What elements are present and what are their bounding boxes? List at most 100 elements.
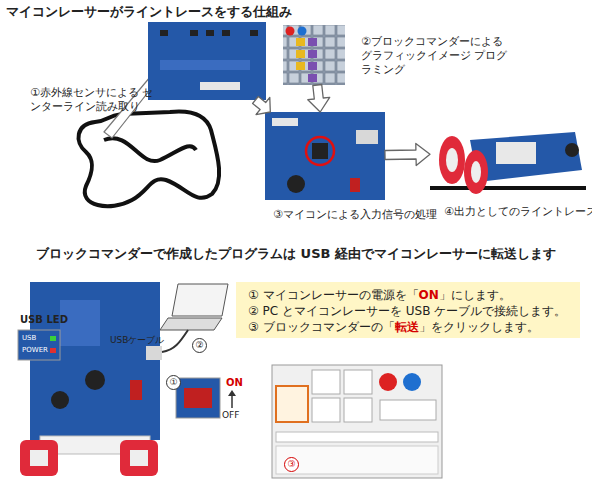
- buzzer: [287, 175, 305, 193]
- wheel: [20, 440, 58, 476]
- callout-number: ②: [192, 333, 207, 353]
- usb-connector: [146, 346, 162, 360]
- instruction-line: ② PC とマイコンレーサーを USB ケーブルで接続します。: [248, 303, 568, 319]
- programming-stage: ②ブロックコマンダーによる グラフィックイメージ プログラミング: [283, 25, 345, 85]
- cpu-highlight: [306, 137, 334, 165]
- sd-slot: [130, 380, 142, 400]
- block-icon: [296, 50, 305, 58]
- sensor-stage: ①赤外線センサによる センターライン読み取り: [148, 22, 266, 100]
- ir-sensor: [250, 30, 258, 36]
- inset-frame: [18, 330, 60, 360]
- pcb-connector: [200, 82, 240, 90]
- section-heading: ブロックコマンダーで作成したプログラムは USB 経由でマイコンレーサーに転送し…: [0, 245, 592, 263]
- callout-text: ②: [192, 338, 207, 353]
- stage-caption: ④出力としてのライントレース: [444, 205, 592, 219]
- instruction-line: ① マイコンレーサーの電源を「ON」にします。: [248, 287, 568, 303]
- signal-name: POWER: [22, 346, 48, 354]
- processing-stage: ③マイコンによる入力信号の処理: [265, 112, 385, 200]
- signal-name: USB: [22, 334, 36, 342]
- line-track: [79, 112, 220, 207]
- track-loop: [79, 112, 220, 207]
- block-icon: [296, 62, 305, 70]
- callout-number: ③: [284, 452, 299, 472]
- switch-state: OFF: [222, 410, 239, 420]
- sensor-board: [148, 22, 266, 100]
- wheel-hub: [471, 161, 481, 183]
- window: [272, 365, 442, 478]
- pcb-trace: [160, 60, 250, 70]
- ir-sensor: [160, 30, 168, 36]
- main-board: [265, 112, 385, 200]
- block-icon: [308, 38, 317, 46]
- buzzer: [565, 143, 579, 157]
- wheel: [464, 150, 488, 194]
- stage-caption: ①赤外線センサによる センターライン読み取り: [30, 86, 156, 114]
- power-switch: [184, 388, 212, 408]
- block-icon: [308, 74, 317, 82]
- tool-button: [312, 398, 340, 422]
- grid-panel: [283, 25, 345, 85]
- laptop-base: [160, 318, 222, 330]
- ir-sensor: [222, 30, 230, 36]
- cpu-chip: [312, 143, 328, 159]
- status-area: [276, 446, 438, 474]
- flow-arrow: [308, 85, 330, 113]
- led: [50, 348, 56, 353]
- usb-led-inset: [18, 330, 60, 360]
- usb-cable: [162, 330, 188, 352]
- callout-number: ①: [166, 370, 181, 390]
- output-stage: ④出力としてのライントレース: [430, 105, 586, 201]
- laptop-screen: [172, 284, 228, 316]
- ir-sensor: [190, 30, 198, 36]
- racer-board: [20, 282, 162, 476]
- block-icon: [298, 27, 307, 36]
- wheel: [439, 136, 465, 184]
- software-screenshot: [272, 365, 442, 478]
- wheel-hub: [30, 450, 48, 466]
- part-name: USBケーブル: [110, 334, 164, 347]
- pcb: [30, 282, 160, 440]
- pcb-connector: [272, 118, 298, 126]
- buzzer: [51, 391, 69, 409]
- wheel: [120, 440, 158, 476]
- track-curve: [104, 138, 196, 161]
- block-icon: [308, 50, 317, 58]
- callout-text: ③: [284, 457, 299, 472]
- switch-state: ON: [226, 377, 243, 388]
- instruction-box: ① マイコンレーサーの電源を「ON」にします。② PC とマイコンレーサーを U…: [236, 282, 580, 338]
- tool-button: [344, 398, 372, 422]
- callout-text: ①: [166, 375, 181, 390]
- grid-cells: [283, 25, 345, 85]
- switch-arrow: [231, 394, 233, 408]
- block-icon: [403, 373, 421, 391]
- block-icon: [379, 373, 397, 391]
- flow-arrow: [253, 97, 271, 115]
- status-field: [276, 432, 438, 442]
- battery: [496, 142, 536, 164]
- highlight-text: 転送: [395, 320, 419, 334]
- tool-button: [344, 370, 372, 394]
- inset-frame: [176, 378, 220, 418]
- tool-button: [380, 400, 436, 420]
- stage-caption: ②ブロックコマンダーによる グラフィックイメージ プログラミング: [361, 35, 511, 77]
- floor-line: [430, 186, 586, 190]
- usb-connector: [356, 130, 378, 144]
- transfer-button: [276, 386, 308, 422]
- stage-caption: ③マイコンによる入力信号の処理: [273, 208, 437, 222]
- wheel-hub: [446, 148, 458, 172]
- pcb: [265, 112, 385, 200]
- block-grid: [283, 25, 345, 85]
- ir-sensor: [206, 30, 214, 36]
- sd-slot: [350, 178, 360, 192]
- block-icon: [296, 38, 305, 46]
- block-icon: [308, 62, 317, 70]
- wheel-hub: [130, 450, 148, 466]
- led: [50, 336, 56, 341]
- block-icon: [286, 27, 295, 36]
- switch-arrow-head: [228, 390, 236, 396]
- highlight-text: ON: [419, 288, 439, 302]
- flow-arrow: [385, 144, 430, 166]
